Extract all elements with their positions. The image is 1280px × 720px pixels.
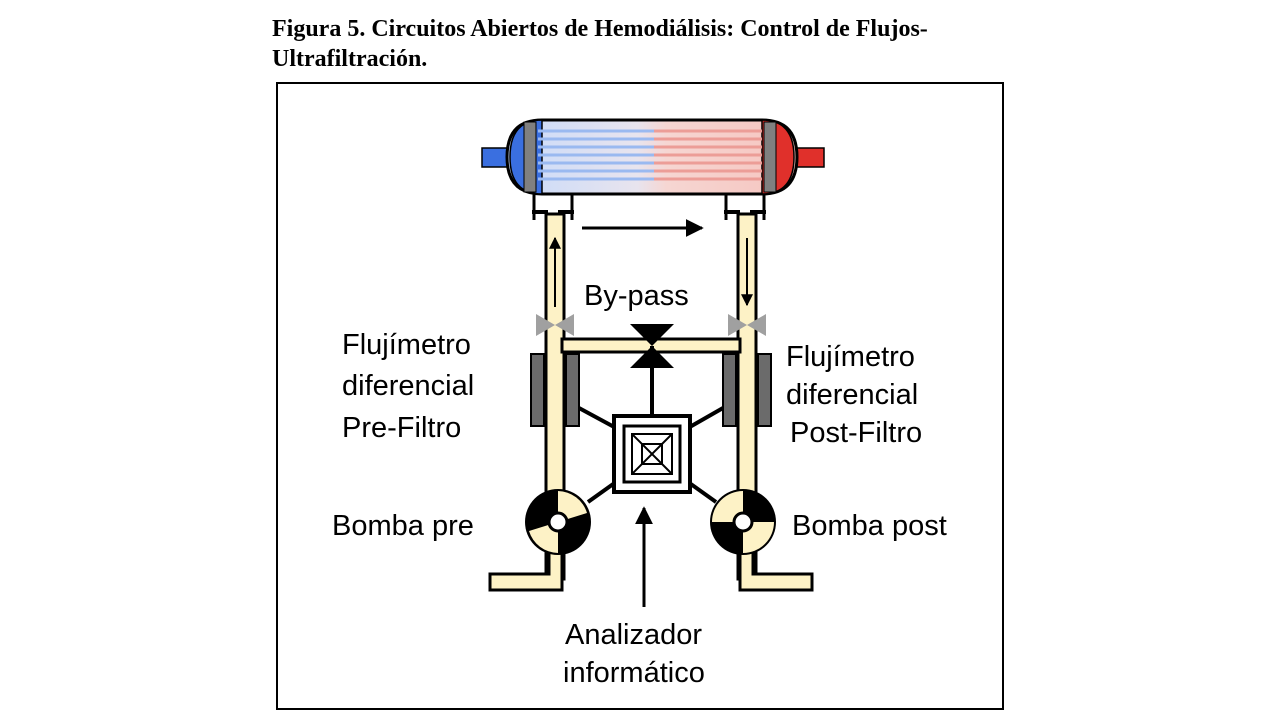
flowmeter-pre-label-line-1: Flujímetro [342,329,471,361]
analyzer-label-line-2: informático [563,657,705,689]
flowmeter-post-label-line-2: diferencial [786,379,918,411]
dialyzer-fibers [538,129,762,181]
figure-caption: Figura 5. Circuitos Abiertos de Hemodiál… [272,14,1032,74]
pump-pre-label: Bomba pre [332,510,474,542]
diagram-frame: By-pass Flujímetro diferencial Pre-Filtr… [276,82,1004,710]
pump-post [710,489,776,555]
analyzer-box [612,414,692,494]
flowmeter-pre-label-line-3: Pre-Filtro [342,412,461,444]
flowmeter-pre [530,353,580,427]
dialyzer-header-left [523,121,537,193]
control-wiring [578,346,724,504]
pre-filter-line [488,212,566,592]
bypass-label: By-pass [584,280,689,312]
flowmeter-post [722,353,772,427]
caption-line-1: Figura 5. Circuitos Abiertos de Hemodiál… [272,16,928,42]
caption-line-2: Ultrafiltración. [272,46,428,72]
bypass-line [560,219,742,368]
clamp-valves [536,314,766,336]
flowmeter-pre-label-line-2: diferencial [342,370,474,402]
analyzer-label-line-1: Analizador [565,619,702,651]
pump-post-label: Bomba post [792,510,947,542]
flowmeter-post-label-line-1: Flujímetro [786,341,915,373]
hemodialysis-circuit-diagram: By-pass Flujímetro diferencial Pre-Filtr… [332,118,947,689]
pump-pre [525,489,591,555]
flowmeter-post-label-line-3: Post-Filtro [790,417,922,449]
dialyzer [481,118,825,196]
dialyzer-header-right [763,121,777,193]
dialysate-ports [532,194,766,220]
